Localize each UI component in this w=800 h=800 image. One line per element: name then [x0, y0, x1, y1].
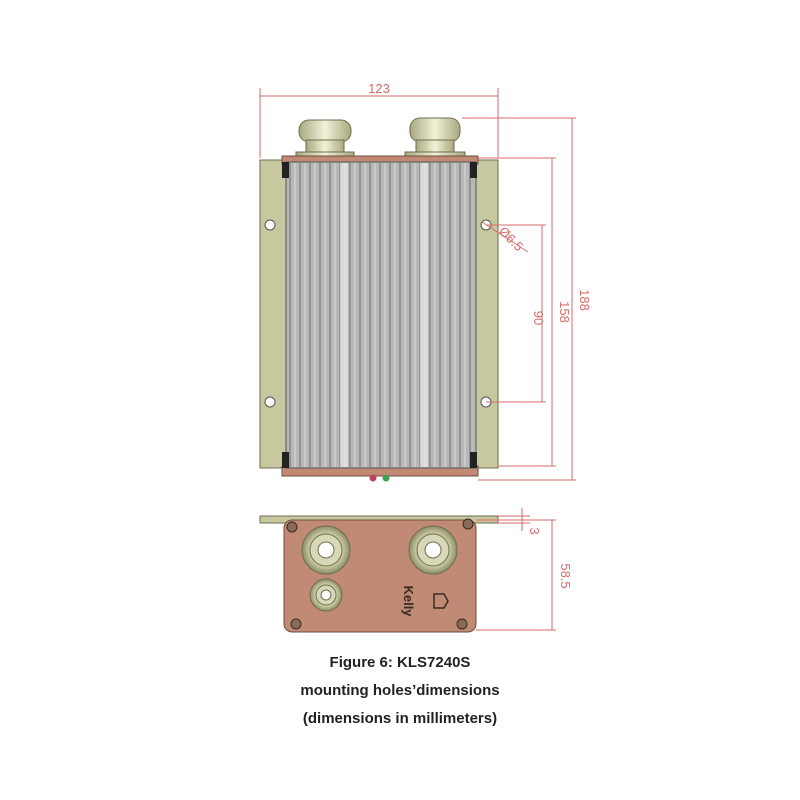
heatsink-highlight — [420, 163, 428, 467]
left-flange — [259, 159, 289, 469]
screw-icon — [462, 518, 474, 530]
kelly-logo: Kelly — [401, 585, 449, 617]
figure-caption-title: Figure 6: KLS7240S — [329, 654, 471, 671]
cable-gland-end-small — [309, 578, 343, 612]
figure-caption-subtitle: mounting holes’dimensions — [300, 682, 500, 699]
screw-icon — [286, 521, 298, 533]
mounting-hole-top-left — [264, 219, 276, 231]
cable-gland-end-left — [301, 525, 351, 575]
dimension-width-label: 123 — [368, 81, 390, 96]
mounting-hole-bottom-left — [264, 396, 276, 408]
dimension-hole-diameter-label: Ø6.5 — [496, 224, 527, 255]
cable-gland-right — [404, 117, 466, 163]
dimension-depth-label: 58.5 — [558, 563, 573, 588]
screw-icon — [456, 618, 468, 630]
screw-icon — [290, 618, 302, 630]
dimension-flange-thickness-label: 3 — [527, 527, 542, 534]
heatsink-highlight — [340, 163, 348, 467]
heatsink-body — [285, 161, 477, 469]
dimension-body-height-label: 158 — [557, 301, 572, 323]
end-view-dimensions — [476, 508, 556, 631]
dimension-hole-spacing-label: 90 — [531, 311, 546, 325]
top-view-dimensions — [259, 88, 576, 481]
end-view: Kelly — [259, 515, 499, 633]
top-view — [259, 117, 499, 482]
controller-drawing: 123 188 158 90 Ø6.5 Kelly — [259, 81, 592, 633]
kelly-logo-icon — [433, 593, 449, 609]
heatsink-fins — [289, 163, 471, 467]
led-indicator-green — [382, 474, 390, 482]
figure-caption-units: (dimensions in millimeters) — [302, 710, 498, 727]
kelly-logo-text: Kelly — [401, 585, 416, 617]
cable-gland-end-right — [408, 525, 458, 575]
dimension-overall-height-label: 188 — [577, 289, 592, 311]
led-indicator-red — [369, 474, 377, 482]
